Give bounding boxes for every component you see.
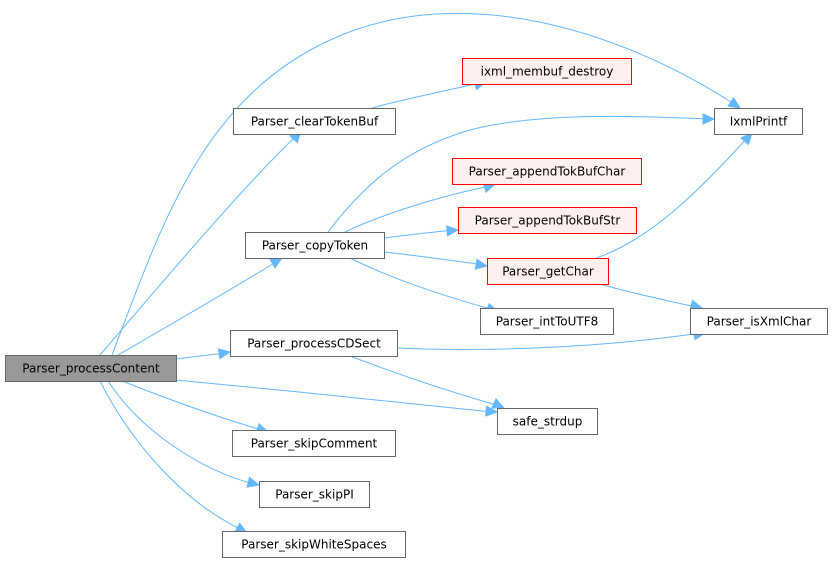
edge-root-to-skipComment (121, 380, 270, 434)
node-label: Parser_getChar (502, 265, 594, 279)
edge-line (383, 251, 485, 266)
edge-copyToken-to-appendTokBufStr (383, 225, 460, 239)
node-box (259, 481, 370, 508)
node-intToUTF8[interactable]: Parser_intToUTF8 (480, 308, 614, 335)
edge-copyToken-to-appendTokBufChar (344, 182, 497, 233)
node-label: Parser_intToUTF8 (496, 315, 598, 329)
edge-line (349, 257, 495, 311)
edge-copyToken-to-getChar (383, 251, 489, 270)
node-box (452, 158, 642, 185)
edge-line (111, 12, 735, 356)
node-label: ixml_membuf_destroy (481, 65, 614, 79)
edge-arrowhead (727, 96, 742, 109)
node-box (480, 308, 614, 335)
node-ixmlPrintf[interactable]: IxmlPrintf (714, 108, 803, 135)
edge-arrowhead (491, 398, 506, 409)
node-box (458, 207, 637, 234)
node-membufDestroy[interactable]: ixml_membuf_destroy (462, 58, 632, 85)
node-label: Parser_processContent (22, 362, 160, 376)
edge-getChar-to-ixmlPrintf (595, 132, 753, 259)
node-label: IxmlPrintf (730, 115, 788, 129)
edge-line (175, 379, 493, 413)
node-box (233, 108, 396, 135)
node-skipWhiteSpaces[interactable]: Parser_skipWhiteSpaces (222, 531, 406, 558)
edge-line (99, 135, 297, 356)
node-safeStrdup[interactable]: safe_strdup (497, 408, 598, 435)
node-box (487, 258, 609, 285)
edge-line (371, 82, 481, 109)
node-box (714, 108, 803, 135)
edge-line (595, 136, 749, 259)
node-label: Parser_copyToken (262, 239, 368, 253)
node-box (462, 58, 632, 85)
node-label: Parser_clearTokenBuf (251, 115, 379, 129)
edges-layer (99, 12, 753, 534)
edge-getChar-to-isXmlChar (599, 283, 704, 311)
edge-line (383, 229, 455, 239)
edge-root-to-processCDSect (175, 348, 232, 360)
edge-line (107, 380, 255, 485)
node-box (5, 355, 177, 382)
edge-line (327, 115, 711, 233)
edge-line (175, 352, 227, 360)
node-label: Parser_skipPI (275, 488, 353, 502)
node-box (222, 531, 406, 558)
node-box (690, 308, 828, 335)
node-label: Parser_appendTokBufStr (475, 214, 621, 228)
edge-root-to-skipPI (107, 380, 261, 488)
edge-arrowhead (269, 257, 284, 269)
edge-line (599, 283, 697, 308)
node-label: safe_strdup (513, 415, 583, 429)
node-box (232, 430, 396, 457)
edge-root-to-skipWhiteSpaces (99, 380, 249, 534)
node-clearTokenBuf[interactable]: Parser_clearTokenBuf (233, 108, 396, 135)
node-box (497, 408, 598, 435)
node-label: Parser_isXmlChar (707, 315, 812, 329)
node-skipComment[interactable]: Parser_skipComment (232, 430, 396, 457)
node-root[interactable]: Parser_processContent (5, 355, 177, 382)
node-processCDSect[interactable]: Parser_processCDSect (230, 330, 398, 357)
node-isXmlChar[interactable]: Parser_isXmlChar (690, 308, 828, 335)
node-label: Parser_appendTokBufChar (469, 165, 626, 179)
edge-line (99, 380, 243, 531)
node-appendTokBufChar[interactable]: Parser_appendTokBufChar (452, 158, 642, 185)
edge-arrowhead (702, 113, 716, 125)
edge-copyToken-to-ixmlPrintf (327, 113, 716, 233)
edge-line (117, 261, 277, 356)
edge-arrowhead (246, 476, 261, 488)
node-appendTokBufStr[interactable]: Parser_appendTokBufStr (458, 207, 637, 234)
edge-arrowhead (217, 348, 232, 360)
edge-root-to-safeStrdup (175, 379, 499, 417)
edge-arrowhead (485, 405, 499, 417)
node-copyToken[interactable]: Parser_copyToken (245, 232, 385, 259)
node-box (230, 330, 398, 357)
edge-processCDSect-to-safeStrdup (349, 355, 506, 409)
edge-line (349, 355, 501, 407)
edge-line (396, 332, 701, 350)
node-getChar[interactable]: Parser_getChar (487, 258, 609, 285)
node-label: Parser_skipComment (251, 437, 378, 451)
node-label: Parser_skipWhiteSpaces (241, 538, 386, 552)
edge-line (121, 380, 263, 431)
node-label: Parser_processCDSect (247, 337, 381, 351)
edge-arrowhead (446, 225, 460, 237)
edge-arrowhead (740, 132, 753, 146)
edge-root-to-ixmlPrintf (111, 12, 742, 356)
edge-line (344, 185, 491, 233)
node-skipPI[interactable]: Parser_skipPI (259, 481, 370, 508)
node-box (245, 232, 385, 259)
edge-arrowhead (474, 258, 489, 270)
nodes-layer: Parser_processContent Parser_clearTokenBu… (5, 58, 828, 558)
